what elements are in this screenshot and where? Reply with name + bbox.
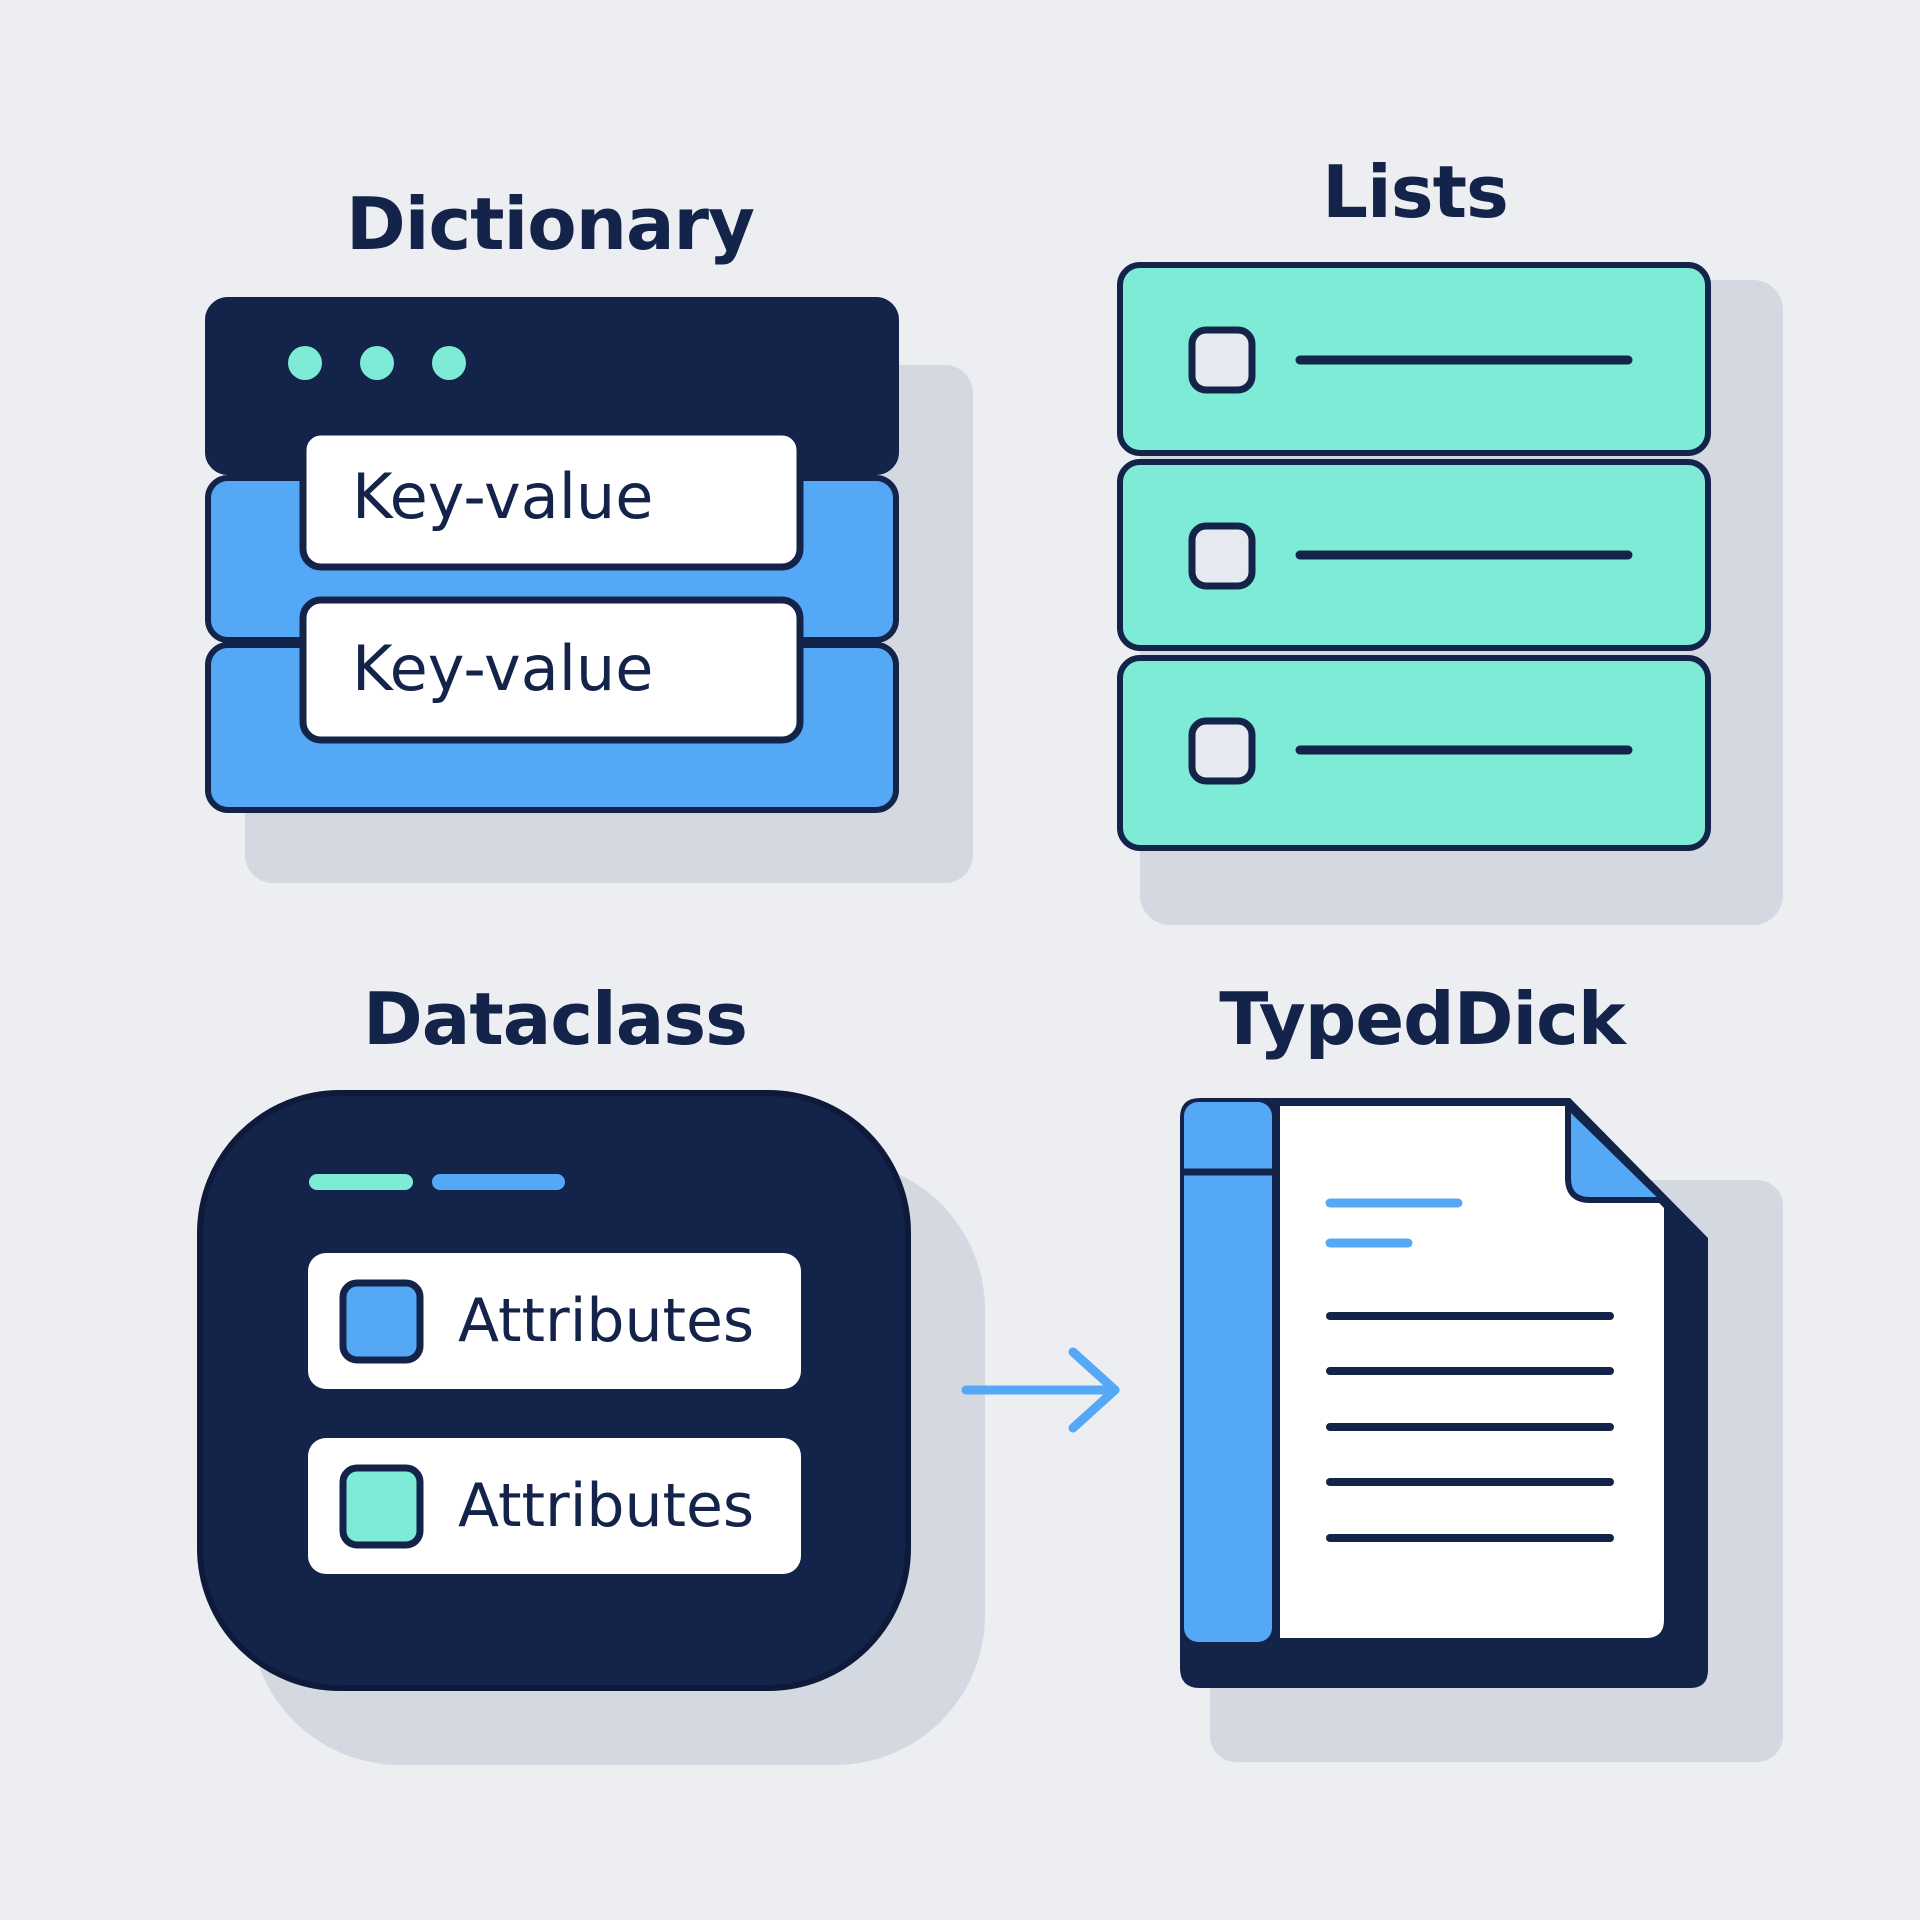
window-dot-icon: [360, 346, 394, 380]
dataclass-panel: [197, 1090, 985, 1765]
arrow-icon: [961, 1347, 1120, 1433]
typeddict-panel: [1180, 1098, 1783, 1762]
page-fold-icon: [1565, 1103, 1667, 1203]
window-dot-icon: [288, 346, 322, 380]
key-value-label: Key-value: [352, 460, 654, 533]
dataclass-title: Dataclass: [362, 977, 748, 1061]
lists-panel: [1117, 262, 1783, 925]
checkbox-icon: [1188, 522, 1256, 590]
document-spine: [1184, 1102, 1272, 1642]
attribute-row: [308, 1438, 801, 1574]
key-value-label: Key-value: [352, 632, 654, 705]
window-dot-icon: [432, 346, 466, 380]
lists-title: Lists: [1322, 150, 1509, 234]
blue-square-icon: [339, 1279, 424, 1364]
typeddict-title: TypedDick: [1219, 977, 1625, 1061]
attribute-label: Attributes: [458, 1286, 755, 1356]
checkbox-icon: [1188, 326, 1256, 394]
mint-square-icon: [339, 1464, 424, 1549]
key-value-card: [299, 428, 804, 571]
dictionary-panel: [205, 297, 973, 883]
attribute-row: [308, 1253, 801, 1389]
attribute-label: Attributes: [458, 1471, 755, 1541]
dictionary-title: Dictionary: [346, 182, 755, 266]
checkbox-icon: [1188, 717, 1256, 785]
key-value-card: [299, 596, 804, 744]
